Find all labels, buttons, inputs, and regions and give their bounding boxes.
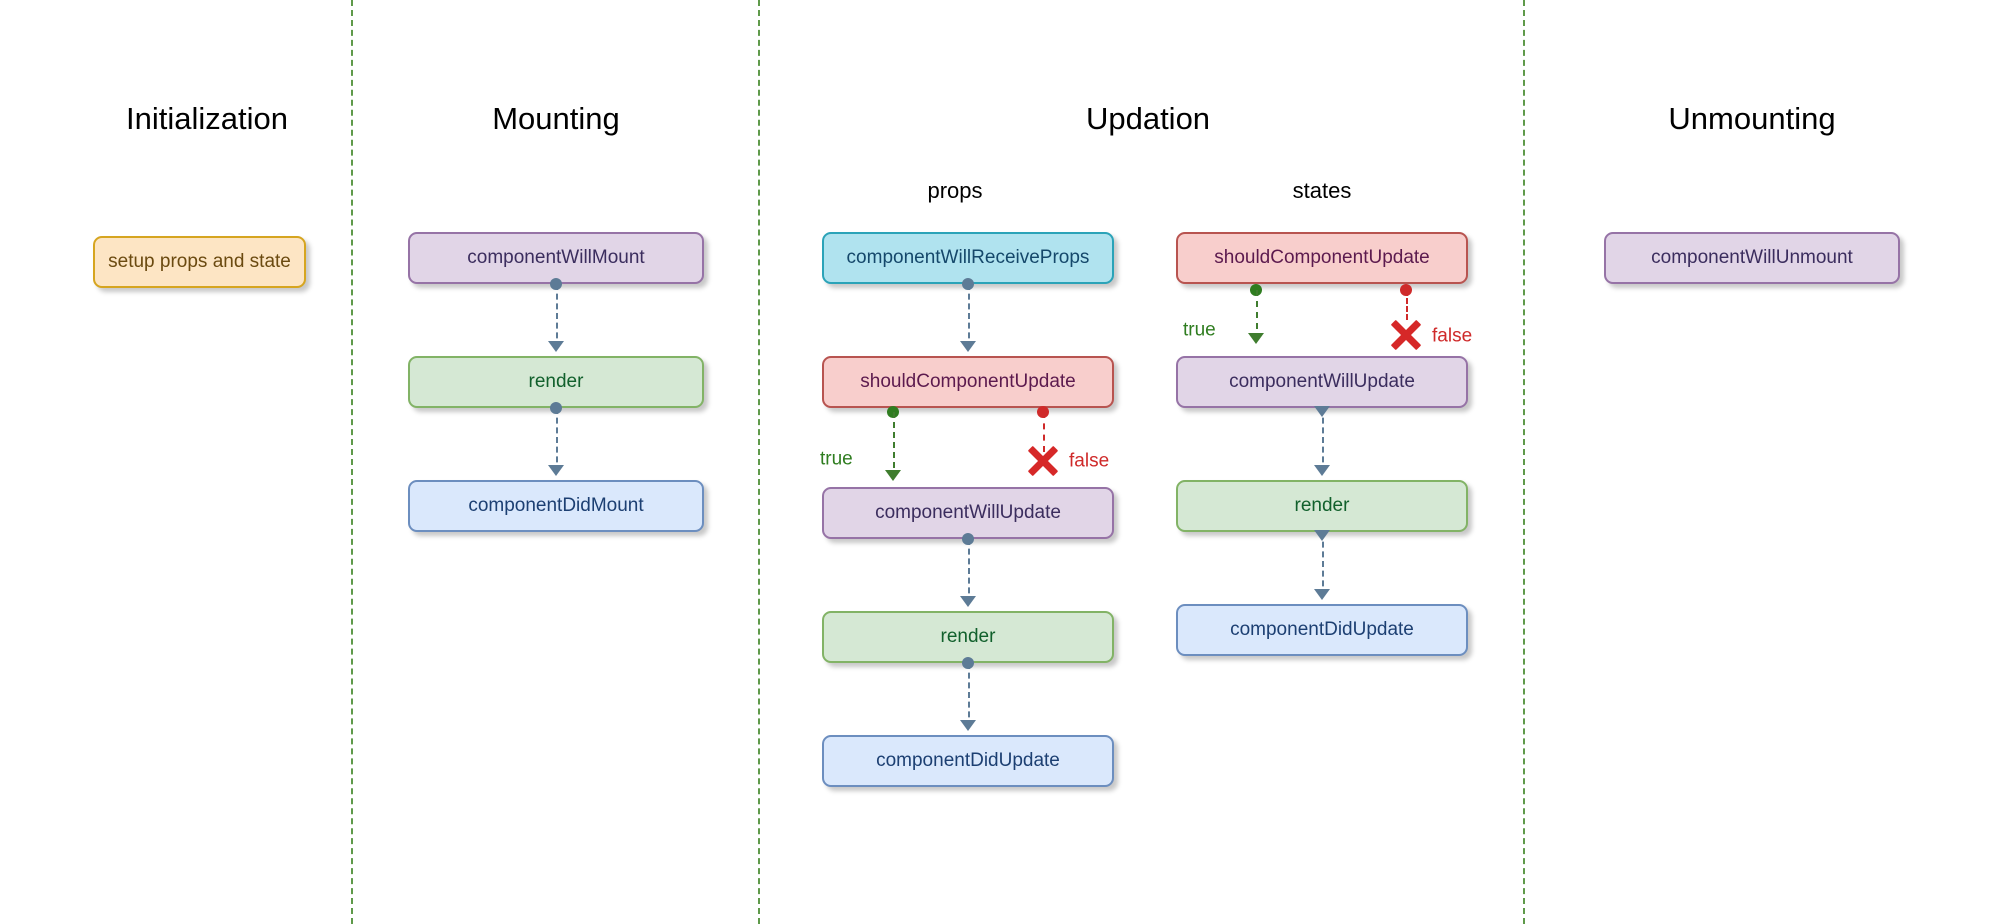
section-title-updation: Updation: [1085, 101, 1211, 136]
node-states-component-did-update[interactable]: componentDidUpdate: [1176, 604, 1468, 656]
node-component-did-mount[interactable]: componentDidMount: [408, 480, 704, 532]
node-setup-props-and-state[interactable]: setup props and state: [93, 236, 306, 288]
branch-arrow-states-true: [1248, 333, 1264, 344]
connector-arrow-props-1: [960, 341, 976, 352]
connector-arrow-mount-1: [548, 341, 564, 352]
branch-label-props-true: true: [820, 448, 853, 470]
section-title-unmounting: Unmounting: [1668, 101, 1836, 136]
branch-line-states-true: [1256, 290, 1258, 340]
connector-arrow-props-2: [960, 596, 976, 607]
branch-arrow-props-true: [885, 470, 901, 481]
node-props-component-will-update[interactable]: componentWillUpdate: [822, 487, 1114, 539]
branch-line-props-false: [1043, 412, 1045, 452]
branch-label-states-false: false: [1432, 325, 1473, 347]
subsection-title-states: states: [1292, 178, 1352, 203]
connector-arrow-states-1b: [1314, 465, 1330, 476]
connector-line-states-1: [1322, 408, 1324, 472]
node-props-should-component-update[interactable]: shouldComponentUpdate: [822, 356, 1114, 408]
subsection-title-props: props: [927, 178, 983, 203]
branch-label-props-false: false: [1069, 450, 1110, 472]
node-states-component-will-update[interactable]: componentWillUpdate: [1176, 356, 1468, 408]
section-divider-2: [758, 0, 760, 924]
connector-line-props-2: [968, 539, 970, 603]
node-props-component-did-update[interactable]: componentDidUpdate: [822, 735, 1114, 787]
branch-line-states-false: [1406, 290, 1408, 320]
connector-line-mount-1: [556, 284, 558, 348]
node-mounting-render[interactable]: render: [408, 356, 704, 408]
node-component-will-receive-props[interactable]: componentWillReceiveProps: [822, 232, 1114, 284]
connector-line-states-2: [1322, 532, 1324, 596]
section-title-mounting: Mounting: [492, 101, 620, 136]
connector-line-mount-2: [556, 408, 558, 472]
node-states-should-component-update[interactable]: shouldComponentUpdate: [1176, 232, 1468, 284]
node-states-render[interactable]: render: [1176, 480, 1468, 532]
branch-line-props-true: [893, 412, 895, 478]
node-component-will-mount[interactable]: componentWillMount: [408, 232, 704, 284]
section-title-initialization: Initialization: [126, 101, 288, 136]
connector-line-props-3: [968, 663, 970, 727]
node-props-render[interactable]: render: [822, 611, 1114, 663]
connector-line-props-1: [968, 284, 970, 348]
node-component-will-unmount[interactable]: componentWillUnmount: [1604, 232, 1900, 284]
section-divider-3: [1523, 0, 1525, 924]
section-divider-1: [351, 0, 353, 924]
connector-arrow-states-2b: [1314, 589, 1330, 600]
stop-x-icon-states: [1389, 318, 1423, 352]
connector-arrow-mount-2: [548, 465, 564, 476]
branch-label-states-true: true: [1183, 319, 1216, 341]
connector-arrow-props-3: [960, 720, 976, 731]
stop-x-icon-props: [1026, 444, 1060, 478]
